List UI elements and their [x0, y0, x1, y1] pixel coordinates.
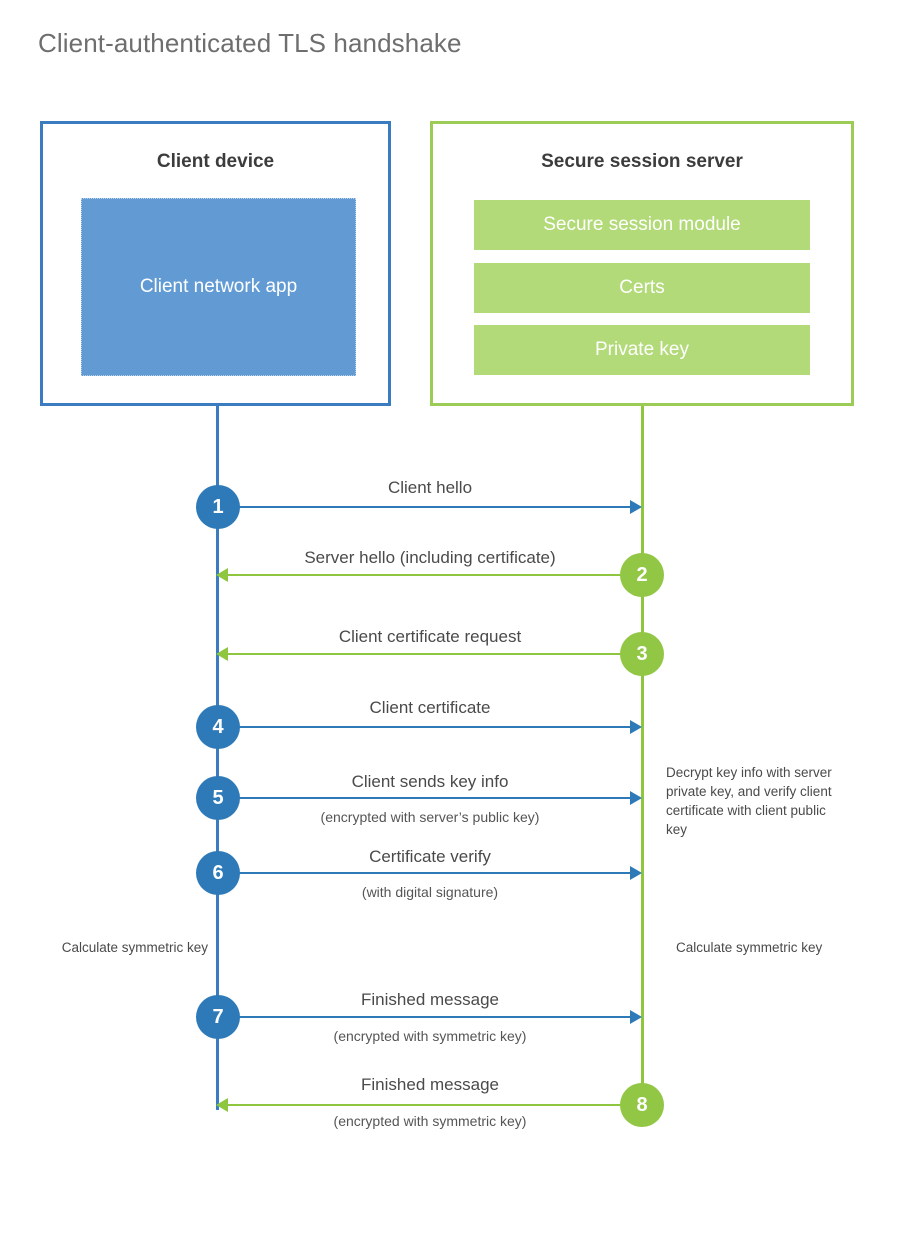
step-7-label: Finished message [361, 990, 499, 1009]
step-8-arrow-head-icon [216, 1098, 228, 1112]
step-4-arrow-head-icon [630, 720, 642, 734]
step-4-label: Client certificate [369, 698, 491, 717]
step-8-label: Finished message [361, 1075, 499, 1094]
step-6-arrow-head-icon [630, 866, 642, 880]
step-5-arrow-head-icon [630, 791, 642, 805]
step-5-sublabel: (encrypted with server’s public key) [320, 809, 540, 825]
step-1-label: Client hello [387, 478, 473, 497]
step-7-circle[interactable]: 7 [196, 995, 240, 1039]
step-7-arrow-line [218, 1016, 632, 1018]
step-6-arrow-line [218, 872, 632, 874]
step-6-sublabel: (with digital signature) [361, 884, 499, 900]
server-calculate-symmetric-key-note: Calculate symmetric key [676, 940, 823, 955]
page-title: Client-authenticated TLS handshake [38, 28, 462, 58]
step-3-label: Client certificate request [338, 627, 522, 646]
step-3-arrow-head-icon [216, 647, 228, 661]
step-2-arrow-head-icon [216, 568, 228, 582]
client-device-box: Client device Client network app [40, 121, 391, 406]
client-device-title: Client device [156, 151, 275, 172]
step-5-label: Client sends key info [351, 772, 509, 791]
step-6-circle[interactable]: 6 [196, 851, 240, 895]
client-lifeline [216, 406, 219, 1110]
client-network-app-block: Client network app [81, 198, 356, 376]
step-5-arrow-line [218, 797, 632, 799]
step-4-arrow-line [218, 726, 632, 728]
step-1-arrow-line [218, 506, 632, 508]
step-6-label: Certificate verify [369, 847, 491, 866]
server-lifeline [641, 406, 644, 1106]
step-5-circle[interactable]: 5 [196, 776, 240, 820]
server-module-certs: Certs [474, 263, 810, 313]
step-2-arrow-line [226, 574, 642, 576]
step-1-arrow-head-icon [630, 500, 642, 514]
step-2-circle[interactable]: 2 [620, 553, 664, 597]
step-8-sublabel: (encrypted with symmetric key) [333, 1113, 527, 1129]
step-3-arrow-line [226, 653, 642, 655]
secure-session-server-box: Secure session server Secure session mod… [430, 121, 854, 406]
server-decrypt-note: Decrypt key info with server private key… [666, 765, 832, 838]
server-module-secure-session-module: Secure session module [474, 200, 810, 250]
step-8-circle[interactable]: 8 [620, 1083, 664, 1127]
step-4-circle[interactable]: 4 [196, 705, 240, 749]
secure-session-server-title: Secure session server [541, 151, 743, 172]
server-module-private-key: Private key [474, 325, 810, 375]
step-7-arrow-head-icon [630, 1010, 642, 1024]
step-1-circle[interactable]: 1 [196, 485, 240, 529]
step-7-sublabel: (encrypted with symmetric key) [333, 1028, 527, 1044]
step-2-label: Server hello (including certificate) [304, 548, 556, 567]
client-calculate-symmetric-key-note: Calculate symmetric key [61, 940, 208, 955]
step-8-arrow-line [226, 1104, 642, 1106]
step-3-circle[interactable]: 3 [620, 632, 664, 676]
